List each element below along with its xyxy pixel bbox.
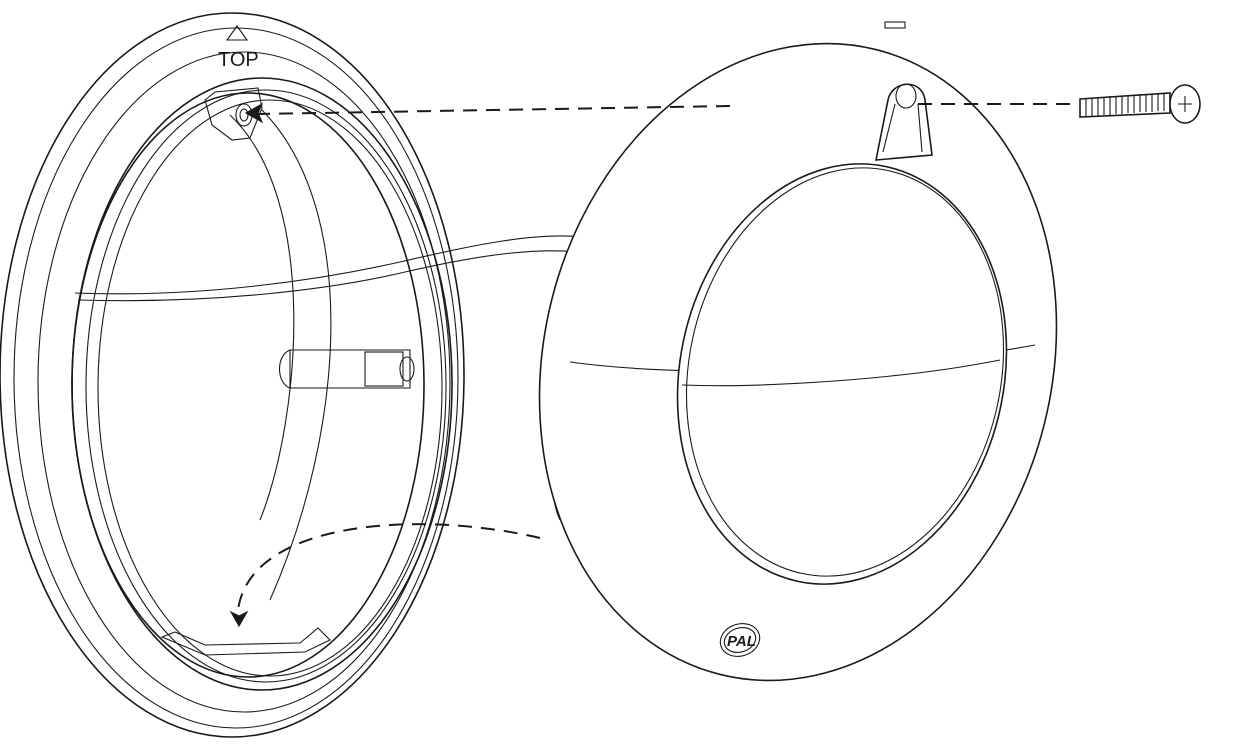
ring-outer-flange bbox=[0, 12, 465, 738]
cable-lower bbox=[77, 250, 601, 302]
slot-guide-line bbox=[257, 105, 731, 115]
arrow-left-icon bbox=[244, 102, 264, 124]
arrow-down-icon bbox=[229, 610, 249, 628]
rotation-guide-curve bbox=[237, 523, 541, 611]
phillips-head-icon bbox=[1178, 96, 1192, 112]
light-cover bbox=[538, 21, 1058, 682]
pal-logo-text: PAL bbox=[727, 633, 756, 650]
mounting-ring bbox=[0, 12, 465, 738]
top-orientation-mark: TOP bbox=[218, 25, 259, 71]
up-triangle-icon bbox=[225, 25, 249, 41]
ring-bottom-latch bbox=[160, 627, 331, 656]
ring-top-screw-boss bbox=[204, 87, 263, 141]
pal-logo: PAL bbox=[719, 623, 761, 657]
screw-shaft bbox=[1079, 92, 1171, 118]
cable-upper bbox=[74, 235, 591, 295]
mounting-screw bbox=[1079, 84, 1201, 124]
cover-lens bbox=[676, 163, 1008, 585]
ring-side-tab bbox=[289, 349, 411, 389]
top-label: TOP bbox=[218, 49, 259, 71]
ring-inner-opening bbox=[71, 92, 425, 678]
